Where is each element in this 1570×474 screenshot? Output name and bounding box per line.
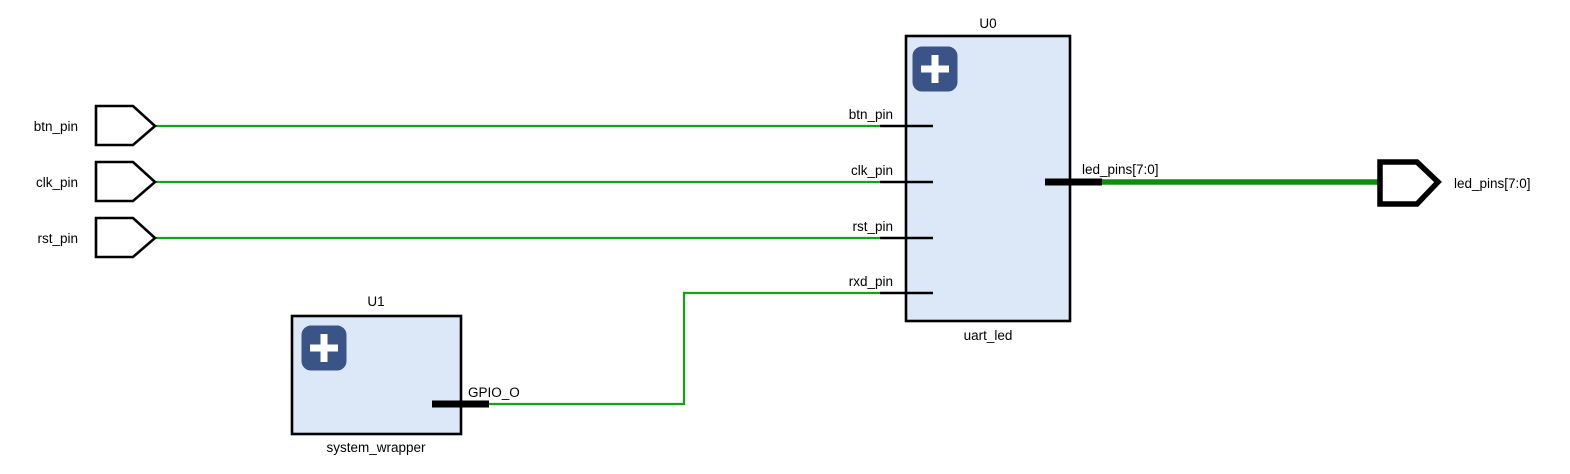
port-led-pins[interactable]: led_pins[7:0] <box>1377 159 1531 207</box>
instance-u1[interactable]: U1 GPIO_O system_wrapper <box>290 294 520 455</box>
input-port-label: clk_pin <box>36 175 78 190</box>
port-rst-pin[interactable]: rst_pin <box>37 216 157 259</box>
pin-label-clk: clk_pin <box>851 163 893 178</box>
port-clk-pin[interactable]: clk_pin <box>36 160 157 203</box>
pin-label-rst: rst_pin <box>852 219 893 234</box>
input-port-shape[interactable] <box>94 160 157 203</box>
pin-label-led: led_pins[7:0] <box>1082 162 1159 177</box>
pin-label-rxd: rxd_pin <box>849 274 893 289</box>
plus-icon-horizontal <box>310 344 338 352</box>
port-btn-pin[interactable]: btn_pin <box>34 104 157 147</box>
output-port-shape[interactable] <box>1377 159 1442 207</box>
instance-ref-label: U1 <box>367 294 384 309</box>
input-port-shape[interactable] <box>94 216 157 259</box>
plus-icon[interactable] <box>912 46 958 92</box>
input-port-label: rst_pin <box>37 231 78 246</box>
input-port-shape[interactable] <box>94 104 157 147</box>
pin-label-gpio: GPIO_O <box>468 385 520 400</box>
instance-cell-label: system_wrapper <box>326 440 426 455</box>
output-port-label: led_pins[7:0] <box>1454 176 1531 191</box>
instance-ref-label: U0 <box>979 16 996 31</box>
instance-cell-label: uart_led <box>964 328 1013 343</box>
plus-icon[interactable] <box>301 325 347 371</box>
plus-icon-horizontal <box>921 65 949 73</box>
wire-segment <box>487 291 880 406</box>
net-gpio-o[interactable] <box>487 291 880 406</box>
input-port-label: btn_pin <box>34 119 78 134</box>
pin-label-btn: btn_pin <box>849 107 893 122</box>
instance-u0[interactable]: U0 btn_pin clk_pin rst_pin rxd_pin led_p… <box>849 16 1159 343</box>
